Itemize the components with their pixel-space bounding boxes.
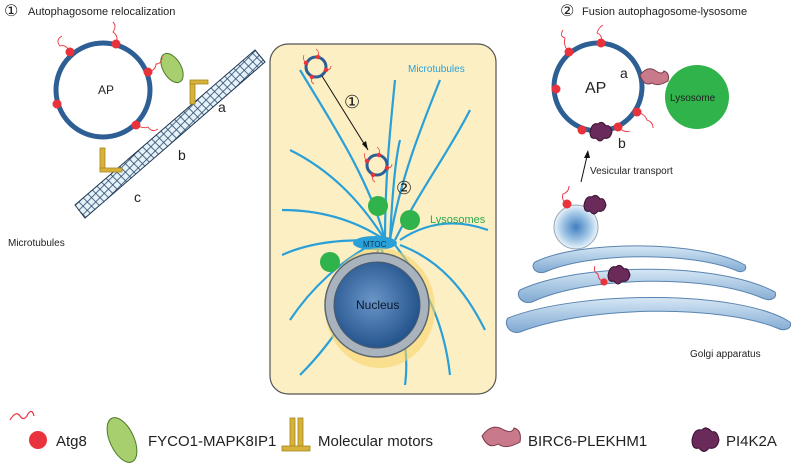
cell-microtubules-label: Microtubules	[408, 64, 465, 75]
legend-motors: Molecular motors	[281, 417, 433, 452]
lysosome-label: Lysosome	[670, 93, 716, 104]
cell-microtubules	[281, 69, 489, 386]
vesicular-arrow-head	[584, 150, 590, 158]
pi4k2a-protein-3	[607, 264, 631, 285]
label-a-2: a	[620, 65, 628, 81]
panel-2: ② Fusion autophagosome-lysosome Lysosome…	[505, 3, 792, 360]
molecular-motor-a	[189, 79, 209, 105]
golgi-label: Golgi apparatus	[690, 349, 761, 360]
legend-fyco1: FYCO1-MAPK8IP1	[106, 417, 276, 463]
cell-autophagosome-end	[363, 146, 393, 183]
pi4k2a-protein-1	[589, 121, 613, 142]
legend-motors-label: Molecular motors	[318, 433, 433, 450]
legend-pi4k2a-label: PI4K2A	[726, 433, 777, 450]
panel-1-number: ①	[4, 3, 18, 20]
atg8-tail	[562, 185, 570, 205]
pi4k2a-protein-2	[583, 194, 607, 215]
legend-atg8-label: Atg8	[56, 433, 87, 450]
panel-2-number: ②	[560, 3, 574, 20]
panel-1-title: Autophagosome relocalization	[28, 6, 175, 18]
atg8-dot	[52, 99, 62, 109]
step-1-marker: ①	[344, 92, 360, 112]
lysosome-large	[665, 65, 729, 129]
step-2-marker: ②	[396, 178, 412, 198]
relocalization-arrow	[321, 75, 369, 151]
panel-1: ① Autophagosome relocalization AP	[4, 3, 266, 249]
vesicular-transport-label: Vesicular transport	[590, 166, 673, 177]
atg8-tails-2	[560, 24, 654, 132]
nucleus-label: Nucleus	[356, 298, 399, 312]
legend: Atg8 FYCO1-MAPK8IP1 Molecular motors BIR…	[9, 410, 777, 463]
mtoc-label: MTOC	[363, 240, 387, 249]
label-b: b	[178, 147, 186, 163]
nucleus: Nucleus	[324, 248, 435, 368]
atg8-legend-icon	[29, 431, 47, 449]
cell-panel: MTOC Nucleus	[269, 43, 497, 395]
atg8-dot	[551, 84, 561, 94]
atg8-tails-1	[57, 21, 163, 132]
lysosome-dot	[368, 196, 388, 216]
autophagosome-2-label: AP	[585, 80, 606, 97]
cell-lysosomes	[320, 196, 420, 272]
mtoc	[353, 236, 397, 250]
legend-atg8: Atg8	[9, 410, 87, 450]
atg8-dot	[577, 125, 587, 135]
fyco1-protein	[160, 52, 184, 84]
legend-birc6: BIRC6-PLEKHM1	[481, 426, 647, 450]
golgi-apparatus	[505, 245, 792, 334]
molecular-motor-c	[99, 147, 123, 173]
fyco1-legend-icon	[106, 417, 138, 463]
label-b-2: b	[618, 135, 626, 151]
pi4k2a-legend-icon	[691, 427, 720, 452]
autophagosome-1	[53, 40, 153, 140]
birc6-legend-icon	[481, 426, 521, 448]
label-a: a	[218, 99, 226, 115]
panel-2-title: Fusion autophagosome-lysosome	[582, 6, 747, 18]
transport-vesicle	[553, 204, 599, 250]
lysosome-dot	[320, 252, 340, 272]
birc6-protein	[639, 68, 669, 86]
lysosome-dot	[400, 210, 420, 230]
label-c: c	[134, 189, 141, 205]
cell-lysosomes-label: Lysosomes	[430, 214, 486, 226]
atg8-tail	[593, 265, 605, 283]
legend-pi4k2a: PI4K2A	[691, 427, 777, 452]
motor-legend-icon	[281, 417, 311, 452]
arrow-head	[362, 141, 368, 150]
legend-fyco1-label: FYCO1-MAPK8IP1	[148, 433, 276, 450]
microtubules-caption-1: Microtubules	[8, 238, 65, 249]
cell-autophagosome-start	[302, 48, 332, 85]
autophagosome-1-label: AP	[98, 83, 114, 97]
legend-birc6-label: BIRC6-PLEKHM1	[528, 433, 647, 450]
